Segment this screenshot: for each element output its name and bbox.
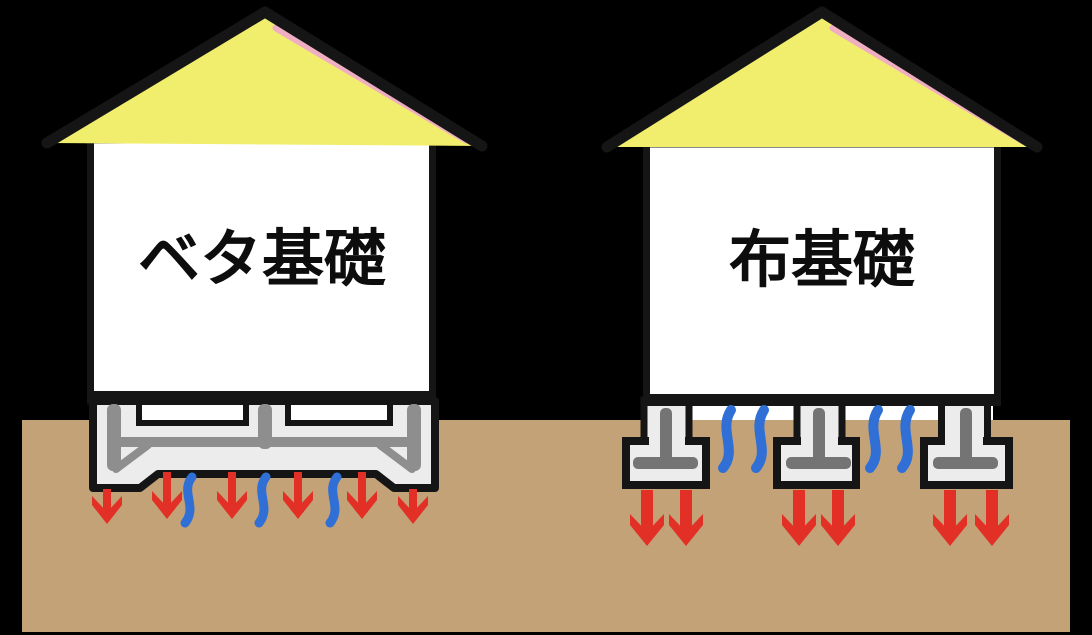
rebar-horizontal [786, 457, 851, 469]
crawl-space-opening [136, 399, 249, 426]
wave-icon [751, 405, 769, 473]
load-arrow-icon [283, 472, 313, 519]
load-arrow-icon [782, 490, 816, 546]
wave-icon [897, 405, 915, 473]
crawl-space-opening [285, 399, 393, 426]
load-arrow-icon [933, 490, 967, 546]
load-arrow-icon [975, 490, 1009, 546]
wall-sill-right [643, 394, 1001, 406]
rebar-vertical [660, 408, 672, 465]
roof-outline-left [41, 6, 488, 152]
load-arrow-icon [398, 489, 428, 524]
rebar-horizontal [633, 457, 698, 469]
label-strip-foundation: 布基礎 [728, 226, 915, 295]
slab-rebar-post [258, 404, 272, 449]
wall-right [643, 140, 1001, 406]
wall-left [87, 136, 436, 405]
label-mat-foundation: ベタ基礎 [137, 225, 386, 294]
wave-icon [254, 472, 271, 528]
rebar-vertical [813, 408, 825, 465]
roof-outline-right [601, 6, 1043, 153]
load-arrows-left [92, 472, 428, 524]
slab-rebar-brace [376, 441, 416, 473]
load-arrow-icon [669, 490, 703, 546]
load-arrow-icon [821, 490, 855, 546]
load-arrow-icon [217, 472, 247, 519]
load-arrow-icon [347, 472, 377, 519]
house-right [601, 6, 1043, 546]
load-arrow-icon [92, 489, 122, 524]
slab-rebar-post [407, 404, 421, 471]
load-arrow-icon [630, 490, 664, 546]
slab-rebar-brace [112, 441, 152, 473]
wall-sill-left [87, 391, 436, 403]
footing-rebar [633, 408, 998, 469]
rebar-horizontal [933, 457, 998, 469]
roof-right [607, 12, 1037, 147]
waves-right [718, 405, 915, 473]
wave-icon [180, 472, 197, 528]
load-arrows-right [630, 490, 1009, 546]
wave-icon [718, 405, 736, 473]
load-arrow-icon [152, 472, 182, 519]
wave-icon [325, 472, 342, 528]
rebar-vertical [960, 408, 972, 465]
wave-icon [865, 405, 883, 473]
roof-left [47, 12, 482, 146]
waves-left [180, 472, 342, 528]
house-left [41, 6, 488, 528]
slab-rebar-post [107, 404, 121, 471]
